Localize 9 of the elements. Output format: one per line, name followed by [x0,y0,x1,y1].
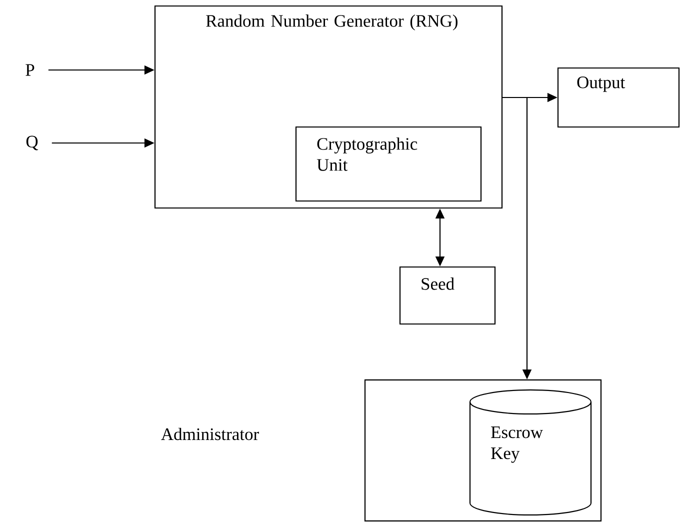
label-text: Administrator [161,428,259,440]
output-box: Output [557,67,680,128]
administrator-box [364,379,602,522]
node-label: Escrow Key [491,426,543,463]
unit-box: Cryptographic Unit [295,126,482,202]
seed-box: Seed [399,266,496,325]
input-label: P [26,64,34,76]
database-cylinder: Escrow Key [469,389,592,516]
input-label: Q [26,136,38,150]
